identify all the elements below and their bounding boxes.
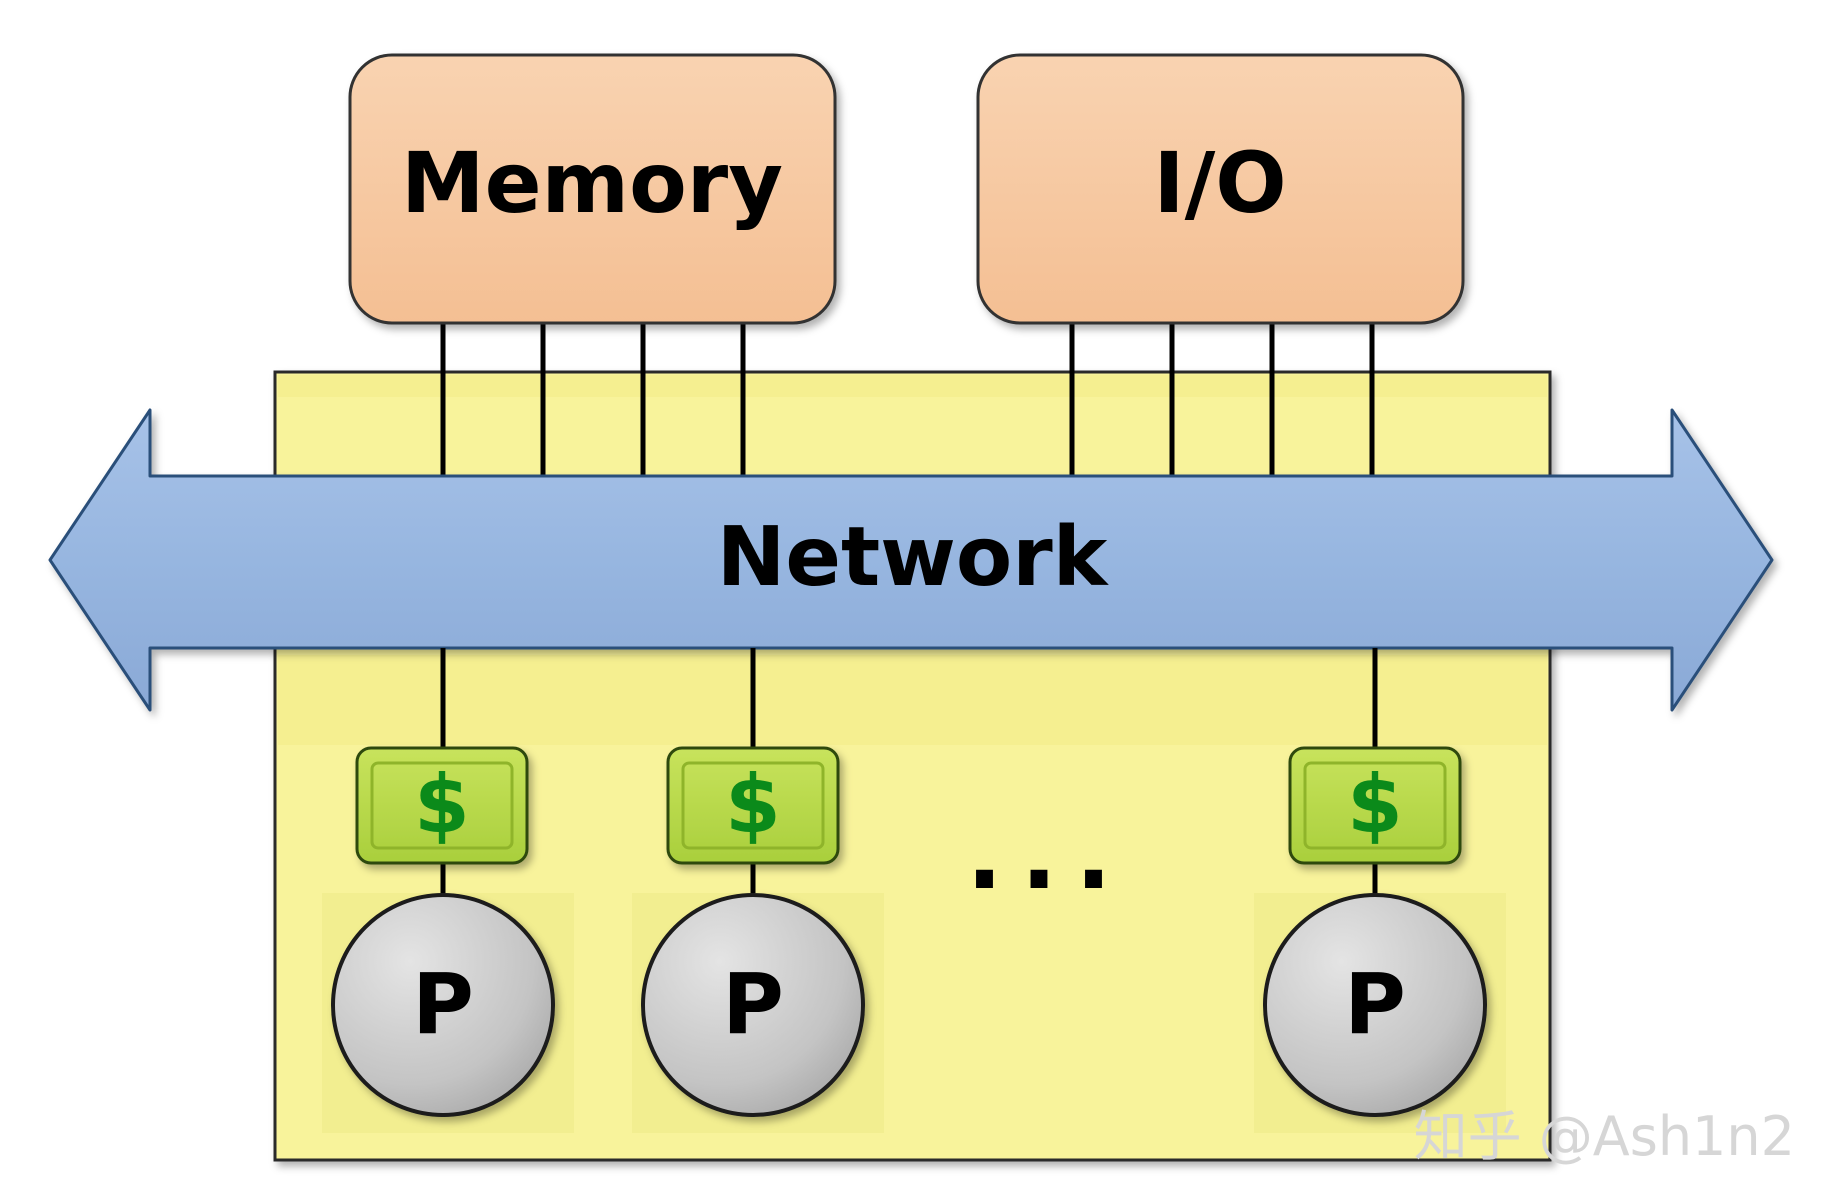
cache-inner-bevel — [1303, 761, 1447, 850]
cache-label: $ — [1347, 758, 1403, 851]
ellipsis: ... — [966, 799, 1129, 911]
cache-box — [355, 746, 529, 865]
processor-node: $ P — [1254, 648, 1506, 1133]
network-arrow — [48, 408, 1774, 712]
memory-box — [348, 53, 837, 325]
cache-inner-bevel — [370, 761, 514, 850]
board-band-top — [278, 375, 1547, 397]
processor-circle — [641, 893, 865, 1117]
cache-inner-bevel — [681, 761, 825, 850]
network-label: Network — [717, 510, 1110, 605]
io-module — [976, 53, 1465, 325]
io-bus-lines — [1069, 320, 1375, 480]
io-label: I/O — [1153, 134, 1286, 232]
processor-node: $ P — [632, 648, 884, 1133]
cache-box — [666, 746, 840, 865]
io-box — [976, 53, 1465, 325]
watermark: 知乎 @Ash1n2 — [1414, 1105, 1795, 1168]
board-band-mid — [278, 655, 1547, 745]
memory-bus-lines — [440, 320, 746, 480]
cache-label: $ — [725, 758, 781, 851]
processor-label: P — [722, 955, 784, 1053]
processor-label: P — [1344, 955, 1406, 1053]
memory-label: Memory — [401, 134, 783, 232]
processor-label: P — [412, 955, 474, 1053]
processor-node: $ P — [322, 648, 574, 1133]
processor-circle — [1263, 893, 1487, 1117]
processor-circle — [331, 893, 555, 1117]
cache-box — [1288, 746, 1462, 865]
cache-label: $ — [414, 758, 470, 851]
memory-module — [348, 53, 837, 325]
